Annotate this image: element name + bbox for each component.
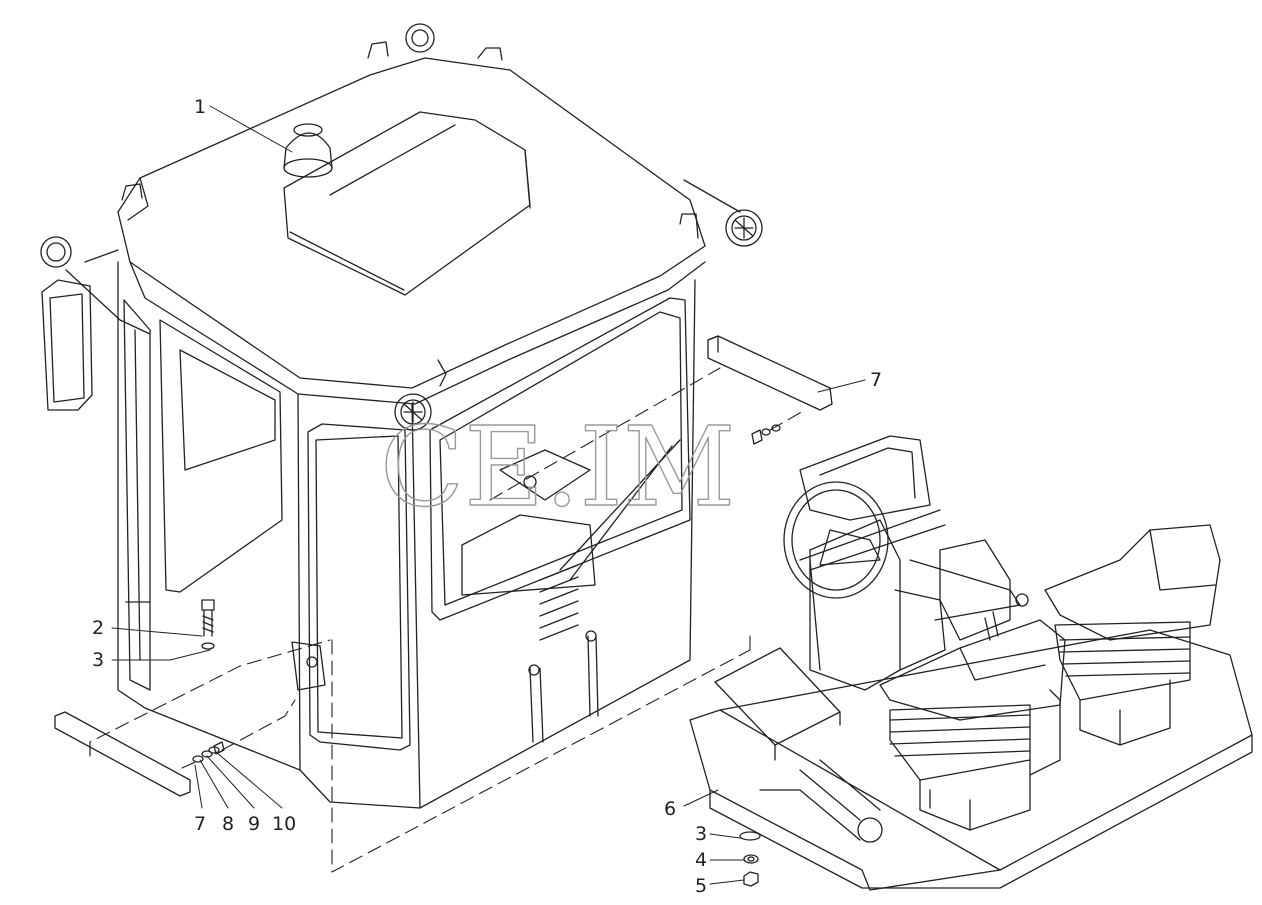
cab-assembly: [40, 23, 763, 809]
callout-3-right: 3: [695, 823, 707, 845]
work-lamp-right: [683, 179, 763, 247]
operator-seat-rear: [1044, 524, 1221, 746]
cab-roof-rim: [129, 261, 706, 405]
callout-10: 10: [272, 813, 296, 835]
roof-unit: [283, 111, 531, 296]
callout-4: 4: [695, 849, 707, 871]
leader-lines: [111, 105, 866, 885]
platform-base: [689, 629, 1253, 891]
side-mirror-left: [40, 236, 151, 411]
callout-1: 1: [194, 96, 206, 118]
bracket-7-right: [707, 335, 833, 411]
vent-slots: [539, 564, 579, 641]
front-door: [307, 423, 411, 751]
bolt-2: [201, 599, 215, 650]
fasteners-3-4-5: [739, 831, 761, 887]
callout-7-left: 7: [194, 813, 206, 835]
platform-assembly: [689, 435, 1253, 891]
left-door: [123, 299, 151, 691]
side-window: [159, 319, 283, 593]
callout-2: 2: [92, 617, 104, 639]
operator-seat-front: [879, 619, 1066, 831]
steering-column: [783, 435, 946, 691]
callout-5: 5: [695, 875, 707, 897]
front-windshield: [429, 297, 691, 621]
callout-8: 8: [222, 813, 234, 835]
fasteners-upper-right: [751, 424, 781, 445]
callout-9: 9: [248, 813, 260, 835]
callout-6: 6: [664, 798, 676, 820]
roof-top-lamps: [121, 23, 699, 239]
cab-roof: [117, 57, 706, 389]
fasteners-8-9-10: [192, 741, 225, 763]
callout-3-left: 3: [92, 649, 104, 671]
assembly-lines: [89, 367, 806, 873]
watermark: CE.IM: [380, 403, 736, 531]
cab-body: [117, 261, 696, 809]
callout-7-right: 7: [870, 369, 882, 391]
beacon-light: [283, 123, 333, 178]
bracket-7-left: [54, 711, 191, 797]
